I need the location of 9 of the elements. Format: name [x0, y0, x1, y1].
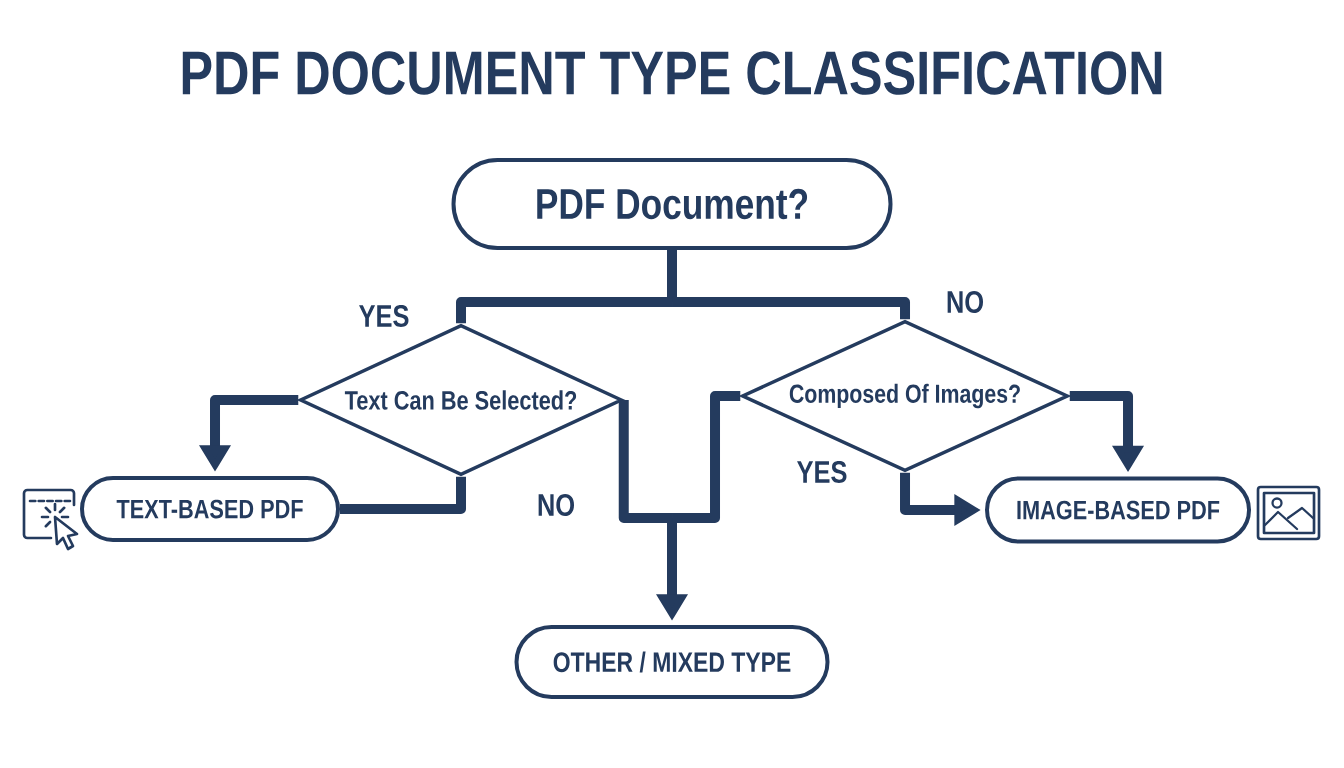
connector-line	[456, 250, 910, 324]
edge-label: NO	[534, 492, 578, 518]
connector-line	[340, 476, 466, 514]
start-box: PDF Document?	[451, 158, 893, 250]
result-box: OTHER / MIXED TYPE	[514, 625, 830, 699]
result-box: IMAGE-BASED PDF	[985, 476, 1251, 544]
result-box: TEXT-BASED PDF	[80, 476, 340, 542]
title: PDF DOCUMENT TYPE CLASSIFICATION	[182, 51, 1162, 95]
edge-label: NO	[943, 289, 987, 315]
